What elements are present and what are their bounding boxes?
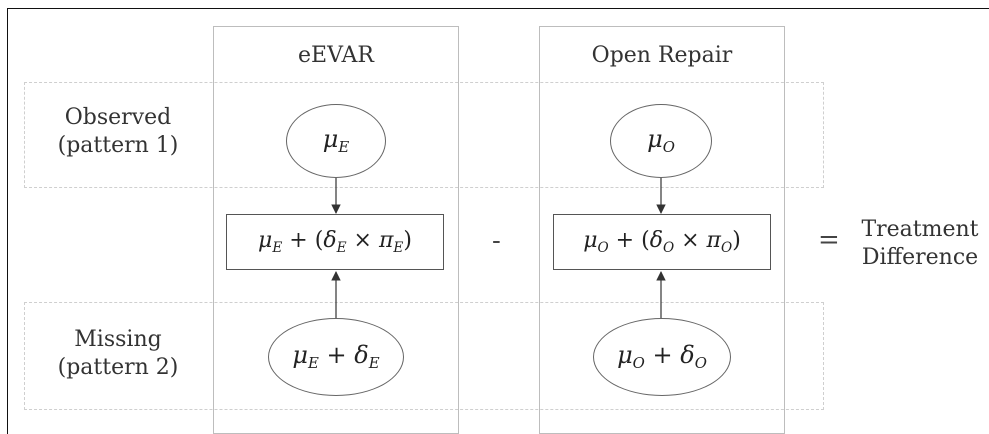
open-repair-column-header: Open Repair <box>591 43 733 68</box>
treatment-difference-label: Treatment Difference <box>852 216 988 271</box>
minus-operator: - <box>492 226 501 256</box>
missing-label-line2: (pattern 2) <box>57 354 179 380</box>
result-line2: Difference <box>861 244 979 270</box>
node-mu-e-adjusted-text: μE + (δE × πE) <box>258 228 412 256</box>
node-mu-e-plus-delta: μE + δE <box>268 318 404 396</box>
result-line1: Treatment <box>861 217 979 242</box>
observed-row-box <box>24 82 824 188</box>
node-mu-o: μO <box>610 104 712 178</box>
node-mu-o-plus-delta-text: μO + δO <box>617 341 707 373</box>
equals-operator: = <box>818 225 840 255</box>
node-mu-e-adjusted: μE + (δE × πE) <box>226 214 444 270</box>
observed-row-label: Observed (pattern 1) <box>28 104 208 159</box>
observed-label-line2: (pattern 1) <box>57 132 179 158</box>
figure-frame <box>7 8 989 434</box>
missing-label-line1: Missing <box>74 327 162 352</box>
node-mu-o-adjusted-text: μO + (δO × πO) <box>583 228 741 256</box>
missing-row-label: Missing (pattern 2) <box>28 326 208 381</box>
observed-label-line1: Observed <box>64 105 172 130</box>
node-mu-e: μE <box>286 104 386 178</box>
node-mu-e-plus-delta-text: μE + δE <box>292 341 380 373</box>
node-mu-o-text: μO <box>647 125 675 157</box>
node-mu-e-text: μE <box>322 125 350 157</box>
missing-row-box <box>24 302 824 410</box>
node-mu-o-adjusted: μO + (δO × πO) <box>553 214 771 270</box>
node-mu-o-plus-delta: μO + δO <box>593 318 731 396</box>
eevar-column-header: eEVAR <box>298 43 374 68</box>
